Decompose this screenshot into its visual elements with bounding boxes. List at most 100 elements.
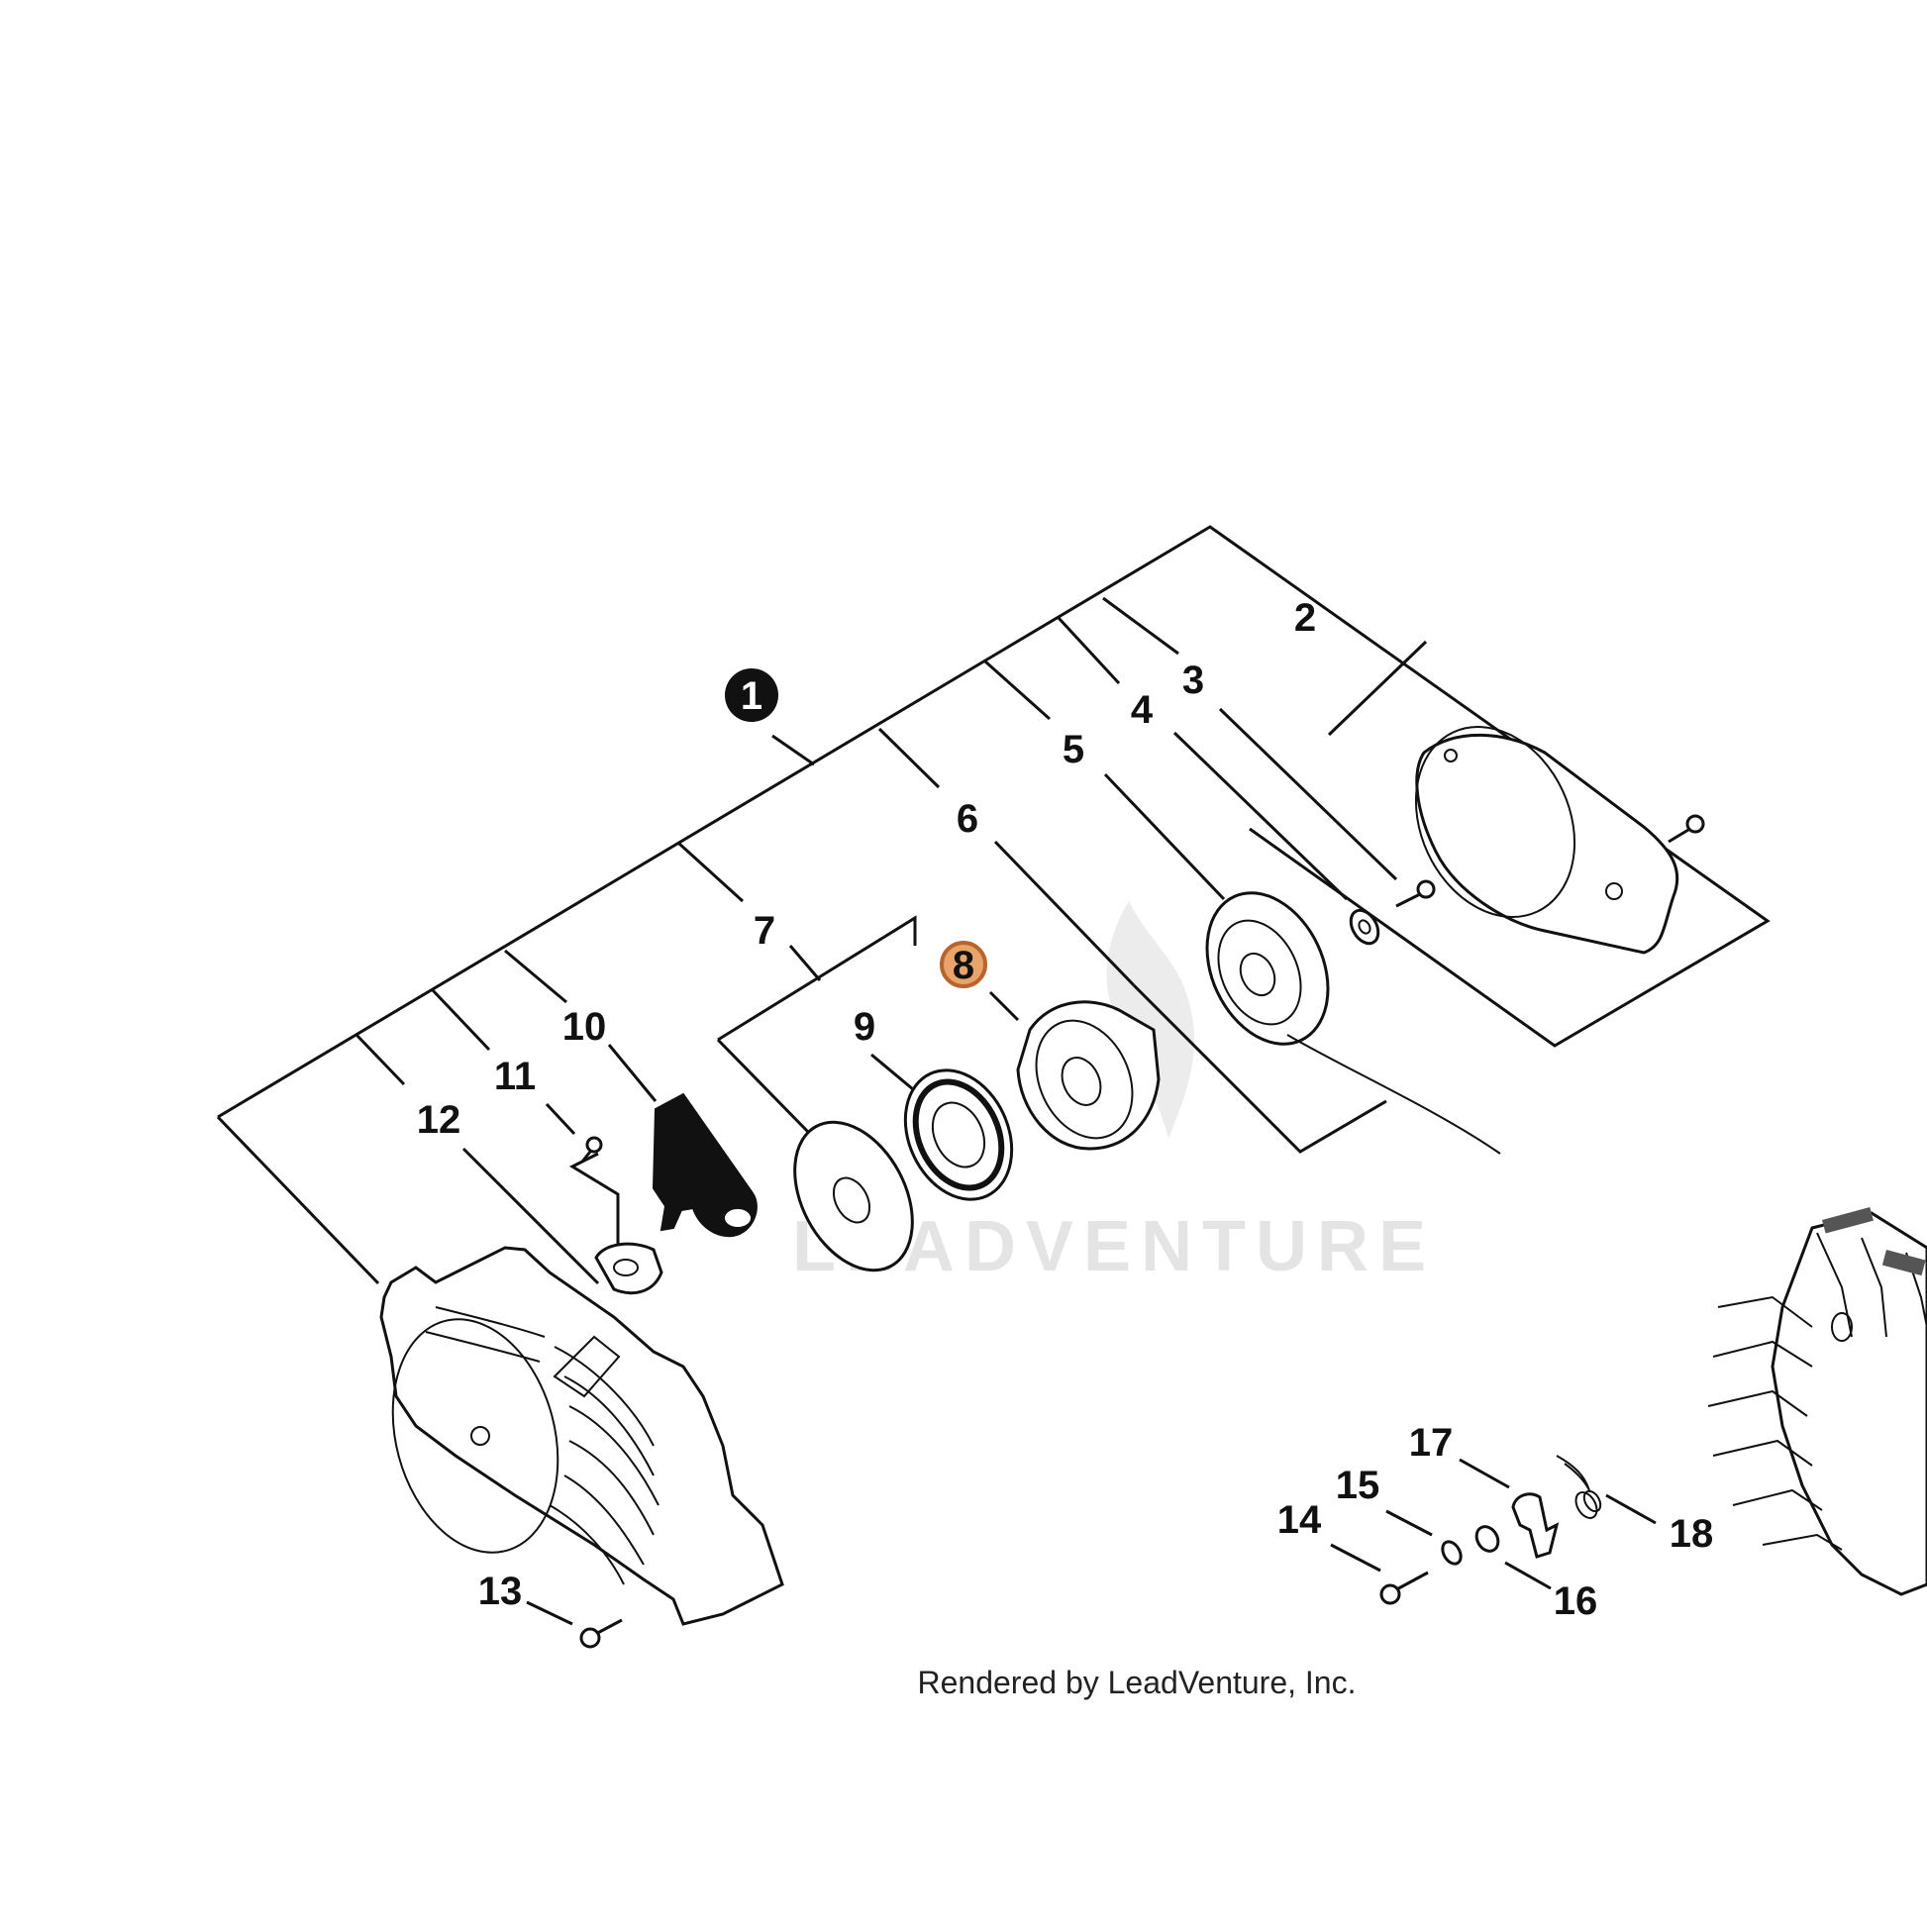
cover-plate-hole-2	[1444, 749, 1458, 763]
callout-12[interactable]: 12	[417, 1098, 461, 1142]
leader-6-top	[877, 727, 941, 789]
bracket-lines	[216, 525, 1771, 1626]
leader-5-top	[984, 660, 1051, 721]
leader-15	[1385, 1509, 1433, 1537]
part-screw-11	[580, 1136, 603, 1163]
callout-9[interactable]: 9	[854, 1005, 875, 1049]
screw-11-head	[585, 1136, 603, 1154]
bracket-main	[217, 525, 1771, 1119]
callout-8-badge[interactable]	[940, 941, 987, 988]
spring-18-coil	[1574, 1491, 1598, 1519]
callout-17[interactable]: 17	[1409, 1421, 1454, 1465]
starter-grip-end	[723, 1207, 753, 1229]
part-rope-guide	[594, 1242, 663, 1295]
flywheel-label-plate-2	[1881, 1250, 1926, 1276]
spring-18-arm	[1556, 1455, 1590, 1491]
part-rewind-spring	[903, 1068, 1014, 1201]
leader-11	[545, 1102, 576, 1136]
callout-18[interactable]: 18	[1670, 1512, 1714, 1556]
render-credit: Rendered by LeadVenture, Inc.	[918, 1665, 1357, 1700]
leader-13	[526, 1600, 573, 1626]
rope-rotor-hub	[1239, 952, 1276, 997]
leader-3-top	[1102, 596, 1179, 656]
rope-guide-hole	[613, 1259, 639, 1276]
part-bushing-16	[1474, 1525, 1500, 1553]
starter-grip-body	[652, 1092, 758, 1238]
callout-1[interactable]: 1	[741, 674, 762, 718]
cover-plate-window	[1414, 725, 1576, 919]
leader-housing	[216, 1115, 380, 1285]
part-fan-housing	[379, 1246, 784, 1626]
part-screw-14	[1379, 1571, 1429, 1605]
callout-8[interactable]: 8	[953, 944, 974, 987]
part-starter-grip	[652, 1092, 758, 1238]
callout-2[interactable]: 2	[1294, 596, 1316, 640]
leader-9	[870, 1053, 914, 1091]
callout-14[interactable]: 14	[1277, 1498, 1322, 1542]
leader-7-bottom	[716, 1038, 812, 1136]
bracket-7-9	[717, 915, 917, 1042]
fan-housing-center	[470, 1426, 490, 1446]
leader-18	[1605, 1493, 1657, 1525]
flywheel-label-plate	[1822, 1207, 1874, 1234]
leader-4-top	[1057, 616, 1121, 685]
callouts: 1 2 3 4 5 6 7 8 9 10 11 12 13 14 15 16 1…	[417, 596, 1714, 1623]
starter-rope	[1286, 1034, 1501, 1155]
callout-16[interactable]: 16	[1554, 1579, 1598, 1623]
part-flywheel	[1707, 1207, 1927, 1596]
callout-3[interactable]: 3	[1182, 659, 1204, 702]
leader-11-link	[568, 1152, 620, 1244]
flywheel-outline	[1771, 1211, 1927, 1596]
callout-11[interactable]: 11	[494, 1055, 536, 1098]
leader-6-a	[993, 840, 1136, 987]
leader-2-lower	[1327, 640, 1428, 737]
part-spring-18	[1556, 1455, 1602, 1519]
fan-housing-intake	[391, 1318, 559, 1554]
bushing-16	[1474, 1525, 1500, 1553]
leader-12-top	[355, 1033, 406, 1086]
washer-15	[1441, 1540, 1463, 1566]
rope-guide-outline	[594, 1242, 663, 1295]
leader-1	[771, 734, 815, 766]
leader-7-top	[677, 842, 745, 903]
rope-rotor-inner	[1217, 919, 1302, 1026]
fan-housing-outline	[379, 1246, 784, 1626]
part-rope-rotor	[1205, 891, 1501, 1155]
callout-13[interactable]: 13	[478, 1570, 523, 1613]
callout-1-badge[interactable]	[725, 668, 778, 722]
leader-11-top	[431, 988, 491, 1052]
leader-10	[607, 1044, 658, 1102]
screw-3-head	[1416, 879, 1436, 899]
screw-14-head	[1379, 1583, 1401, 1605]
rewind-spring-core	[931, 1101, 986, 1169]
fan-housing-vents	[425, 1306, 659, 1585]
rewind-spring-coil	[912, 1078, 1005, 1191]
leader-10-top	[504, 949, 567, 1004]
leader-6-b	[1132, 983, 1387, 1154]
washer-disc-outer	[793, 1120, 914, 1272]
cover-plate-outline	[1415, 733, 1679, 955]
callout-7[interactable]: 7	[754, 909, 775, 953]
leader-16	[1504, 1561, 1552, 1590]
callout-10[interactable]: 10	[562, 1005, 607, 1049]
watermark-flame-icon	[1106, 901, 1195, 1139]
callout-5[interactable]: 5	[1063, 728, 1084, 771]
part-cover-plate	[1414, 725, 1679, 955]
leader-12	[461, 1147, 600, 1285]
part-washer-4	[1349, 908, 1380, 946]
washer-4	[1349, 908, 1380, 946]
part-screw-13	[579, 1618, 623, 1649]
spring-housing-hub	[1061, 1057, 1102, 1106]
callout-4[interactable]: 4	[1131, 688, 1154, 732]
callout-6[interactable]: 6	[957, 797, 978, 841]
leader-17	[1459, 1458, 1510, 1489]
washer-disc-hole	[832, 1176, 871, 1224]
callout-15[interactable]: 15	[1336, 1464, 1380, 1507]
leader-14	[1330, 1543, 1381, 1573]
leader-4	[1172, 731, 1349, 901]
leader-5	[1103, 772, 1226, 901]
flywheel-magnet	[1831, 1312, 1853, 1342]
rope-rotor-outer	[1205, 891, 1330, 1046]
